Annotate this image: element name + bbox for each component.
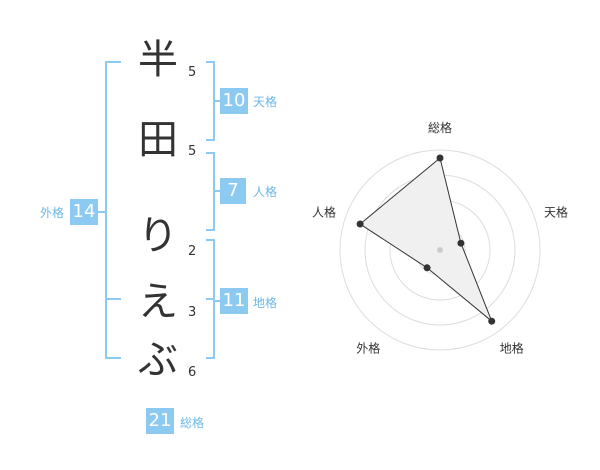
gaikaku-value-badge: 14 (70, 199, 98, 225)
radar-point (457, 239, 465, 247)
soukaku-value-badge: 21 (146, 408, 174, 434)
radar-ring (339, 149, 541, 351)
radar-area (359, 157, 493, 322)
tenkaku-value-badge: 10 (220, 88, 248, 114)
jinkaku-label: 人格 (253, 185, 278, 199)
name-char-3: り (138, 213, 178, 259)
name-char-2: 田 (138, 117, 178, 163)
stroke-count-4: 3 (188, 305, 197, 320)
stroke-count-1: 5 (188, 65, 197, 80)
name-char-1: 半 (138, 37, 178, 83)
jinkaku-value-badge: 7 (220, 178, 246, 204)
radar-point (423, 264, 431, 272)
gaikaku-label: 外格 (40, 206, 65, 220)
stroke-count-3: 2 (188, 244, 197, 259)
radar-point (488, 317, 496, 325)
radar-points (356, 154, 496, 325)
radar-axis-label: 外格 (356, 341, 380, 356)
radar-center (437, 247, 443, 253)
radar-axis-label: 総格 (428, 120, 452, 135)
chikaku-value-badge: 11 (220, 288, 248, 314)
radar-axis-label: 天格 (544, 204, 568, 219)
radar-point (356, 220, 364, 228)
radar-axis-label: 地格 (500, 341, 524, 356)
soukaku-label: 総格 (180, 416, 205, 430)
stroke-count-2: 5 (188, 144, 197, 159)
stroke-count-5: 6 (188, 365, 197, 380)
radar-axis-label: 人格 (312, 204, 336, 219)
name-char-5: ぶ (138, 337, 178, 383)
tenkaku-label: 天格 (253, 95, 278, 109)
radar-point (436, 154, 444, 162)
chikaku-label: 地格 (253, 296, 278, 310)
name-char-4: え (138, 279, 178, 325)
gaikaku-bracket (105, 61, 121, 359)
